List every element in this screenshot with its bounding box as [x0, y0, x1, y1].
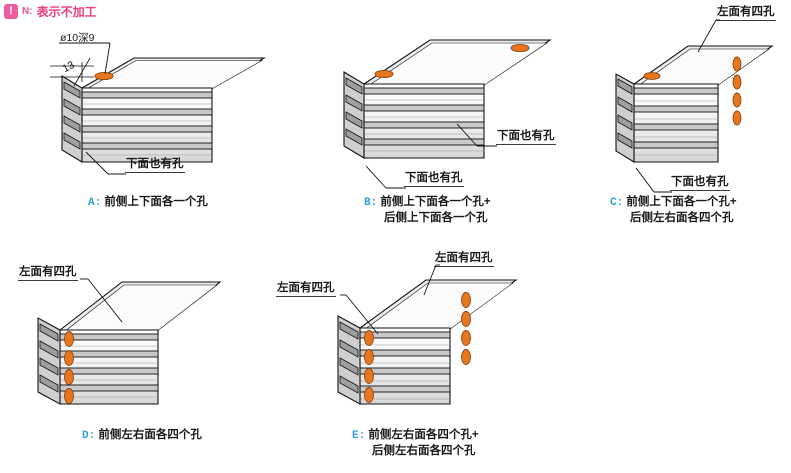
hole-group-left-end — [64, 331, 74, 404]
figure-e-drawing — [337, 279, 518, 405]
callout-leader-c2 — [697, 19, 720, 53]
hole-left-end-3 — [364, 368, 374, 384]
hole-left-end-3 — [64, 369, 74, 385]
hole-left-end-1 — [64, 331, 74, 347]
exclamation-badge-icon: ! — [4, 4, 18, 19]
caption-a: A: 前侧上下面各一个孔 — [88, 195, 208, 211]
caption-d-key: D: — [82, 430, 96, 442]
callout-a-1: 下面也有孔 — [125, 158, 185, 173]
note-key: N: — [22, 6, 33, 17]
caption-b: B: 前侧上下面各一个孔+ 后侧上下面各一个孔 — [364, 195, 491, 226]
hole-front-top — [374, 69, 394, 79]
caption-c-line1: 前侧上下面各一个孔+ — [626, 196, 737, 208]
callout-leader-d — [80, 278, 123, 323]
caption-d: D: 前侧左右面各四个孔 — [82, 428, 202, 444]
figure-e-extrusion — [330, 279, 530, 412]
dim-hole-spec-a: ø10深9 — [60, 32, 95, 44]
hole-right-end-3 — [732, 92, 742, 108]
hole-right-end-1 — [461, 292, 471, 308]
figure-d-drawing — [37, 281, 222, 405]
callout-c-1: 下面也有孔 — [670, 176, 730, 191]
callout-e-1: 左面有四孔 — [276, 282, 336, 297]
figure-d-extrusion — [30, 281, 230, 412]
caption-c-line2: 后侧左右面各四个孔 — [630, 212, 734, 224]
callout-leader-e2 — [423, 264, 440, 296]
hole-group-right-end — [732, 56, 742, 126]
hole-right-end-3 — [461, 330, 471, 346]
figure-b-drawing — [343, 39, 552, 159]
hole-right-end-4 — [461, 349, 471, 365]
figure-c-drawing — [615, 45, 774, 163]
hole-left-end-1 — [364, 330, 374, 346]
caption-c-key: C: — [610, 197, 624, 209]
callout-e-2: 左面有四孔 — [434, 252, 494, 267]
callout-leader-b2 — [365, 165, 406, 189]
figure-c-extrusion — [615, 45, 790, 174]
caption-e: E: 前侧左右面各四个孔+ 后侧左右面各四个孔 — [352, 428, 479, 459]
callout-b-1: 下面也有孔 — [496, 130, 556, 145]
hole-group-left-end — [364, 330, 374, 403]
caption-e-key: E: — [352, 430, 366, 442]
callout-leader-e1 — [340, 294, 379, 335]
hole-group-right-end — [461, 292, 471, 365]
hole-right-end-2 — [732, 74, 742, 90]
callout-b-2: 下面也有孔 — [404, 172, 464, 187]
callout-d-1: 左面有四孔 — [18, 266, 78, 281]
figure-a-drawing — [61, 57, 267, 163]
caption-b-line1: 前侧上下面各一个孔+ — [380, 196, 491, 208]
caption-d-line1: 前侧左右面各四个孔 — [98, 429, 202, 441]
hole-right-end-2 — [461, 311, 471, 327]
caption-e-line2: 后侧左右面各四个孔 — [372, 445, 476, 457]
hole-right-end-1 — [732, 56, 742, 72]
hole-front-top — [94, 71, 114, 81]
callout-leader-a — [85, 151, 126, 175]
caption-e-line1: 前侧左右面各四个孔+ — [368, 429, 479, 441]
hole-front-top — [643, 72, 661, 80]
figure-b-extrusion — [343, 39, 560, 170]
hole-left-end-4 — [364, 387, 374, 403]
caption-b-line2: 后侧上下面各一个孔 — [384, 212, 488, 224]
dim-leaders-a — [50, 42, 111, 87]
caption-b-key: B: — [364, 197, 378, 209]
hole-left-end-2 — [64, 350, 74, 366]
callout-c-2: 左面有四孔 — [716, 6, 776, 21]
hole-right-end-4 — [732, 110, 742, 126]
hole-left-end-4 — [64, 388, 74, 404]
caption-a-key: A: — [88, 197, 102, 209]
hole-left-end-2 — [364, 349, 374, 365]
caption-a-line1: 前侧上下面各一个孔 — [104, 196, 208, 208]
caption-c: C: 前侧上下面各一个孔+ 后侧左右面各四个孔 — [610, 195, 737, 226]
hole-back-top — [510, 43, 530, 53]
note-text: 表示不加工 — [36, 5, 97, 19]
callout-leader-c1 — [635, 167, 672, 193]
figure-a-extrusion — [61, 57, 268, 173]
callout-leader-b1 — [456, 123, 497, 147]
note-row: ! N: 表示不加工 — [4, 3, 97, 20]
